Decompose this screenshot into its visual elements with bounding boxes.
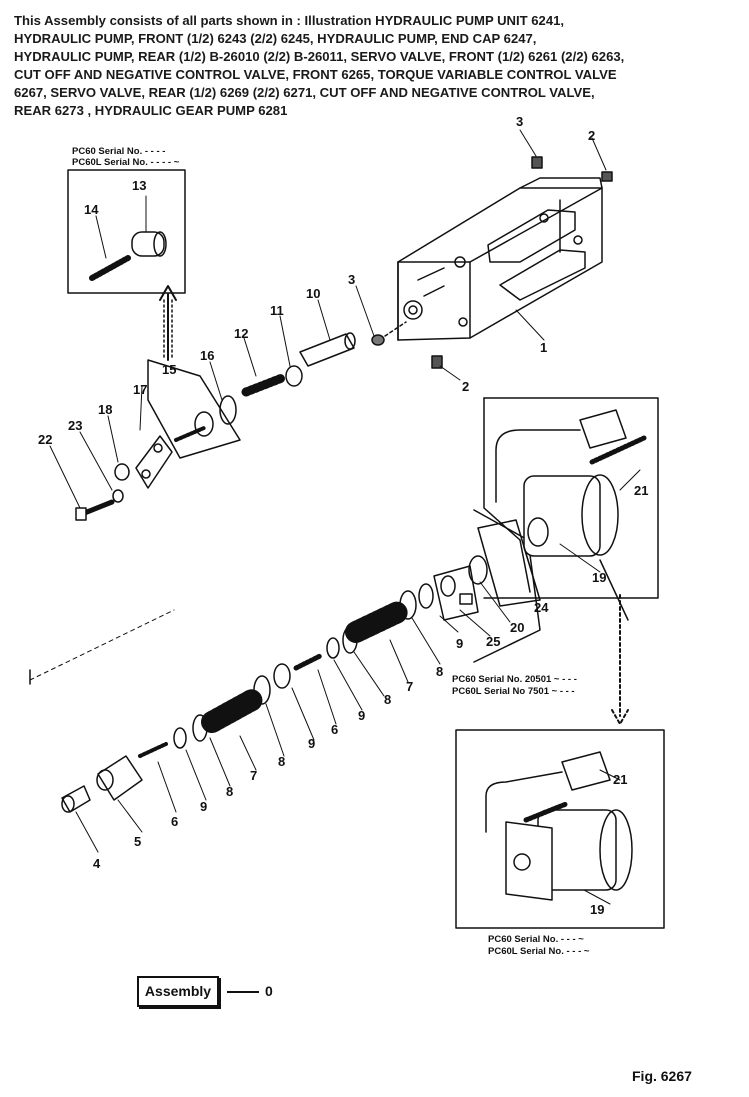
- assembly-number: 0: [265, 983, 273, 999]
- serial-notes: PC60 Serial No. - - - - PC60L Serial No.…: [72, 146, 590, 957]
- part-6-pin-right: [293, 653, 323, 671]
- callout-2: 2: [462, 379, 469, 394]
- part-4-plug: [61, 785, 91, 813]
- part-5-sleeve: [96, 755, 143, 801]
- part-6-pin-left: [138, 742, 168, 758]
- part-12-spring: [241, 373, 287, 397]
- callout-14: 14: [84, 202, 99, 217]
- leader-lines: [49, 129, 641, 905]
- callout-16: 16: [200, 348, 214, 363]
- plug-3-top: [531, 156, 543, 169]
- inset-right: [473, 397, 659, 725]
- description-line: HYDRAULIC PUMP, REAR (1/2) B-26010 (2/2)…: [14, 48, 625, 64]
- callout-21: 21: [613, 772, 627, 787]
- callout-19: 19: [592, 570, 606, 585]
- callout-23: 23: [68, 418, 82, 433]
- callout-labels: 1 2 2 3 3 4 5 6 6 7 7 8 8 8 8 9 9 9 9 10…: [38, 114, 648, 917]
- callout-8: 8: [226, 784, 233, 799]
- callout-8: 8: [384, 692, 391, 707]
- part-10-spool: [299, 332, 356, 367]
- part-17-flange: [135, 435, 173, 489]
- part-7-spring-left: [201, 689, 263, 733]
- callout-6: 6: [171, 814, 178, 829]
- serial-note-right-1: PC60 Serial No. 20501 ~ - - -: [452, 674, 577, 685]
- serial-note-bottom-2: PC60L Serial No. - - - ~: [488, 946, 590, 957]
- callout-3: 3: [516, 114, 523, 129]
- callout-9: 9: [200, 799, 207, 814]
- inset-top: [67, 169, 186, 361]
- part-11-ring: [285, 365, 303, 387]
- callout-8: 8: [278, 754, 285, 769]
- part-9-oring-mid: [326, 637, 340, 659]
- callout-7: 7: [406, 679, 413, 694]
- part-16-oring: [219, 395, 237, 425]
- part-9-oring-left: [273, 663, 291, 689]
- callout-6: 6: [331, 722, 338, 737]
- part-23-washer: [112, 489, 124, 503]
- serial-note-right-2: PC60L Serial No 7501 ~ - - -: [452, 686, 575, 697]
- callout-13: 13: [132, 178, 146, 193]
- callout-9: 9: [358, 708, 365, 723]
- assembly-reference-box: Assembly: [137, 976, 219, 1007]
- description-line: This Assembly consists of all parts show…: [14, 13, 565, 28]
- assembly-connector-line: [227, 991, 259, 993]
- callout-24: 24: [534, 600, 549, 615]
- callout-15: 15: [162, 362, 176, 377]
- callout-10: 10: [306, 286, 320, 301]
- callout-12: 12: [234, 326, 248, 341]
- part-22-bolt: [75, 499, 115, 521]
- callout-9: 9: [308, 736, 315, 751]
- callout-3: 3: [348, 272, 355, 287]
- callout-2: 2: [588, 128, 595, 143]
- callout-9: 9: [456, 636, 463, 651]
- callout-5: 5: [134, 834, 141, 849]
- callout-7: 7: [250, 768, 257, 783]
- description-line: REAR 6273 , HYDRAULIC GEAR PUMP 6281: [14, 102, 288, 118]
- callout-20: 20: [510, 620, 524, 635]
- description-line: HYDRAULIC PUMP, FRONT (1/2) 6243 (2/2) 6…: [14, 30, 537, 46]
- figure-label: Fig. 6267: [632, 1068, 692, 1084]
- part-18-nut: [114, 463, 130, 481]
- callout-1: 1: [540, 340, 547, 355]
- callout-4: 4: [93, 856, 101, 871]
- part-8-oring-low: [192, 714, 208, 742]
- callout-18: 18: [98, 402, 112, 417]
- callout-8: 8: [436, 664, 443, 679]
- plug-3-mid: [371, 334, 385, 346]
- part-8-oring-mid: [342, 626, 358, 654]
- part-9-oring-low: [173, 727, 187, 749]
- plug-2-top: [601, 171, 613, 182]
- part-7-spring-right: [345, 601, 409, 643]
- description-line: CUT OFF AND NEGATIVE CONTROL VALVE, FRON…: [14, 66, 617, 82]
- callout-21: 21: [634, 483, 648, 498]
- pump-body: [397, 177, 603, 341]
- callout-25: 25: [486, 634, 500, 649]
- plug-2-bottom: [431, 355, 443, 369]
- callout-17: 17: [133, 382, 147, 397]
- part-20-ring: [468, 555, 488, 585]
- serial-note-top-2: PC60L Serial No. - - - - ~: [72, 157, 180, 168]
- callout-22: 22: [38, 432, 52, 447]
- callout-11: 11: [270, 303, 284, 318]
- part-9-oring-right: [418, 583, 434, 609]
- assembly-description: This Assembly consists of all parts show…: [14, 12, 736, 119]
- part-15-valve: [147, 359, 241, 459]
- inset-bottom: [455, 729, 665, 929]
- callout-19: 19: [590, 902, 604, 917]
- part-25-plate: [433, 565, 479, 621]
- description-line: 6267, SERVO VALVE, REAR (1/2) 6269 (2/2)…: [14, 84, 595, 100]
- serial-note-bottom-1: PC60 Serial No. - - - ~: [488, 934, 584, 945]
- serial-note-top-1: PC60 Serial No. - - - -: [72, 146, 165, 157]
